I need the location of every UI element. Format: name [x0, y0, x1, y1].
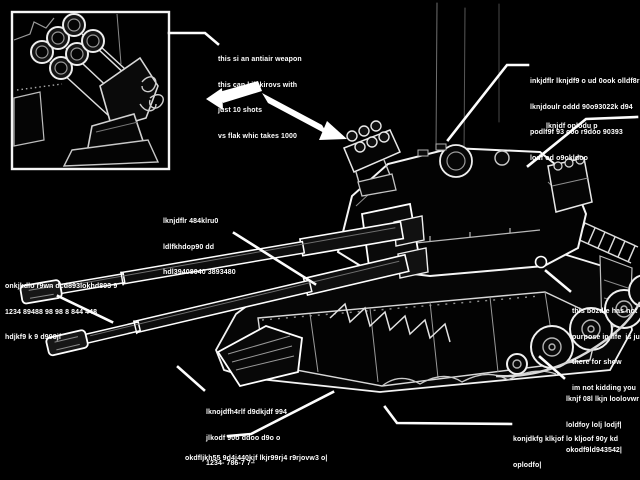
note-bozdle: this bozdle has not purpose in life is j…	[572, 291, 640, 410]
arrow-to-inset-icon	[206, 81, 262, 110]
note-line: this si an antiair weapon	[218, 56, 302, 63]
inset-box	[10, 10, 171, 171]
note-line: just 10 shots	[218, 107, 263, 114]
note-line: lodf od o9okldoo	[530, 154, 588, 162]
note-barrel: onkjkdlo r9wn dcd893lokhd893 9 1234 8948…	[5, 266, 117, 360]
inset-launcher-drawing	[13, 13, 164, 167]
leader-bozdle-note	[544, 269, 572, 293]
note-line: onkjkdlo r9wn dcd893lokhd893 9	[5, 283, 118, 290]
note-line: loldfoy lolj lodjf|	[566, 421, 622, 429]
note-line: konjdkfg klkjof lo kljoof 90y kd	[513, 436, 619, 443]
note-line: vs flak whic takes 1000	[218, 132, 297, 140]
note-line: lknojdfh4rlf d9dkjdf 994	[206, 409, 287, 416]
note-line: im not kidding you	[572, 384, 637, 392]
leader-inset-note	[167, 31, 220, 46]
leader-barrel-note	[56, 294, 114, 324]
front-plow-drawing	[216, 325, 303, 388]
cupola-hatch	[439, 144, 473, 178]
note-line: hdl39408040 3893480	[163, 269, 236, 276]
note-hull: lknojdfh4rlf d9dkjdf 994 jlkodf 90o ddoo…	[206, 392, 287, 480]
antenna-lines	[435, 2, 500, 159]
note-line: jlkodf 90o ddoo d9o o	[206, 434, 281, 442]
note-turret: lknjdf oplodu p	[546, 106, 598, 149]
note-antiair-weapon: this si an antiair weapon this can kill …	[218, 39, 302, 158]
note-line: podlf9f 93 o0o r9doo 90393	[530, 129, 623, 136]
note-rear: lknjf 08l lkjn loolovwr loldfoy lolj lod…	[566, 379, 639, 473]
leader-bottom-left-note	[226, 390, 335, 438]
turret-aa-launcher	[343, 120, 401, 197]
upper-gun-barrel	[19, 220, 405, 305]
note-gun: lknjdflr 484klru0 ldlfkhdop90 dd hdl3940…	[163, 201, 236, 295]
leader-gun-note	[232, 231, 317, 286]
arrow-to-tank-icon	[262, 93, 347, 140]
note-bottom-left: okdfljkh55 9d4j440kjf lkjr99rj4 r9rjovw3…	[185, 438, 332, 480]
note-line: hdjkf9 k 9 d998jf	[5, 334, 62, 341]
lower-gun-barrel	[45, 253, 410, 357]
note-line: inkjdflr lknjdf9 o ud 0ook olldf8r	[530, 78, 640, 85]
note-line: okdfljkh55 9d4j440kjf lkjr99rj4 r9rjovw3…	[185, 455, 328, 462]
note-line: oplodfo|	[513, 461, 542, 469]
leader-turret-note	[526, 115, 639, 168]
callout-leader-lines	[56, 31, 639, 438]
note-line: ldlfkhdop90 dd	[163, 243, 215, 251]
note-line: this bozdle has not	[572, 308, 638, 315]
note-line: purpose in life is just	[572, 333, 640, 341]
bozdle-part	[534, 255, 548, 269]
turret-right-launcher	[547, 155, 593, 213]
note-top-right: inkjdflr lknjdf9 o ud 0ook olldf8r lknjd…	[530, 61, 640, 180]
road-wheels	[495, 274, 640, 378]
note-line: lknjdf oplodu p	[546, 123, 598, 130]
note-line: okodf9ld943542|	[566, 447, 622, 454]
note-line: this can kill kirovs with	[218, 81, 298, 89]
note-line: lknjdoulr oddd 90o93022k d94	[530, 103, 633, 111]
note-line: lknjdflr 484klru0	[163, 218, 219, 225]
note-line: lknjf 08l lkjn loolovwr	[566, 396, 640, 403]
leader-hull-note	[176, 365, 206, 392]
note-line: there for show	[572, 359, 622, 366]
leader-rear-note	[538, 355, 566, 380]
note-line: 1234 89488 98 98 8 844 448	[5, 308, 98, 316]
leader-top-right-note	[446, 63, 530, 142]
note-bottom-right: konjdkfg klkjof lo kljoof 90y kd oplodfo…	[513, 419, 640, 480]
leader-bottom-right-note	[383, 405, 513, 426]
note-line: 1234- 786-7 7–	[206, 460, 255, 467]
